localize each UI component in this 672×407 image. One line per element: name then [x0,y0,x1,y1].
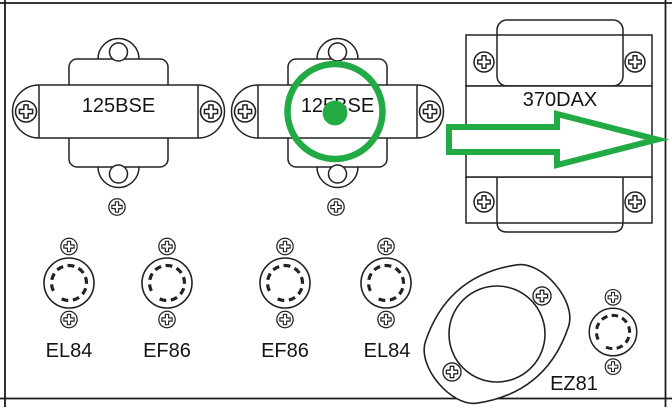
screw-icon [624,191,646,213]
transformer-label: 125BSE [82,95,155,117]
socket-label: EF86 [261,340,309,362]
socket-ef86-2 [260,238,310,327]
screw-icon [473,191,495,213]
screw-icon [624,51,646,73]
screw-icon [473,51,495,73]
socket-label: EF86 [143,340,191,362]
socket-el84-2 [361,238,411,327]
socket-label: EL84 [364,340,411,362]
socket-label: EL84 [46,340,93,362]
screw-icon [442,362,462,382]
annotation-arrow-right [446,110,670,169]
end-bell-top [496,19,624,87]
annotation-circle [284,60,386,163]
transformer-125bse-left: 125BSE [13,39,225,188]
transformer-label: 370DAX [523,89,598,111]
chassis-screw-icon [108,198,126,216]
octal-flange [423,263,571,405]
annotation-dot [322,100,348,126]
socket-el84-1 [44,238,94,327]
flange-hole [448,285,546,383]
socket-ef86-1 [142,238,192,327]
socket-ez81 [589,290,637,375]
chassis-screw-icon [327,198,345,216]
end-bell-bottom [496,177,624,233]
socket-label: EZ81 [550,373,598,395]
screw-icon [532,286,552,306]
